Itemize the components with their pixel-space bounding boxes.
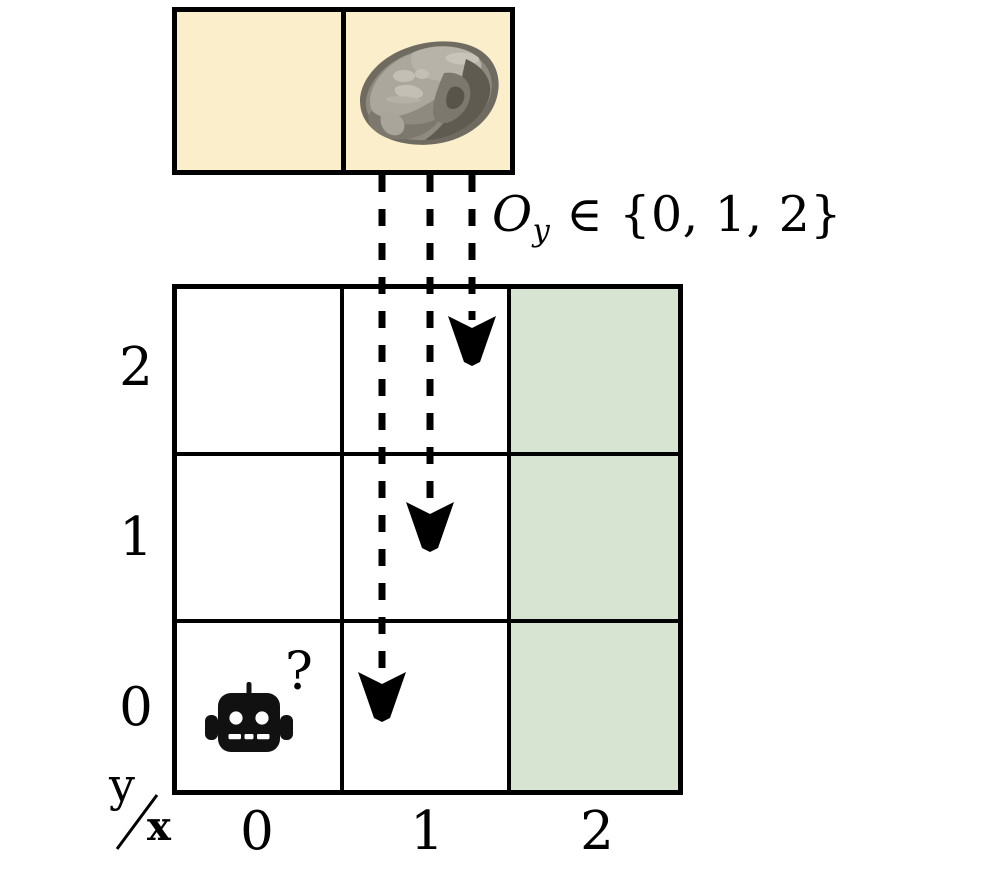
grid-cell-1-0[interactable] bbox=[344, 623, 511, 790]
axis-divider-slash bbox=[115, 794, 159, 850]
grid-cell-1-1[interactable] bbox=[344, 456, 511, 623]
rock-icon bbox=[352, 29, 504, 153]
agent-question-mark: ? bbox=[285, 642, 313, 702]
formula-variable: O bbox=[492, 186, 533, 243]
x-axis-label: x bbox=[147, 803, 171, 850]
observation-cell-rock bbox=[341, 12, 510, 170]
grid-cell-0-0[interactable]: ? bbox=[177, 623, 344, 790]
grid-cell-0-2[interactable] bbox=[177, 289, 344, 456]
y-tick-0: 0 bbox=[119, 677, 153, 738]
formula-relation: ∈ bbox=[566, 186, 604, 243]
observation-cell-empty bbox=[177, 12, 341, 170]
axis-corner-label: y x bbox=[105, 762, 195, 877]
x-tick-0: 0 bbox=[240, 801, 274, 862]
y-tick-1: 1 bbox=[119, 507, 153, 568]
grid-cell-2-2[interactable] bbox=[511, 289, 678, 456]
formula-subscript: y bbox=[532, 213, 551, 249]
robot-icon bbox=[203, 682, 295, 756]
x-tick-2: 2 bbox=[580, 801, 614, 862]
x-tick-1: 1 bbox=[410, 801, 444, 862]
y-axis-label: y bbox=[109, 758, 135, 812]
grid-cell-2-1[interactable] bbox=[511, 456, 678, 623]
grid-cell-1-2[interactable] bbox=[344, 289, 511, 456]
observation-strip bbox=[172, 7, 515, 175]
observation-formula: Oy ∈ {0, 1, 2} bbox=[492, 186, 842, 249]
formula-set: {0, 1, 2} bbox=[619, 186, 842, 243]
grid-cell-2-0[interactable] bbox=[511, 623, 678, 790]
gridworld: ? bbox=[172, 284, 683, 795]
y-tick-2: 2 bbox=[119, 337, 153, 398]
grid-cell-0-1[interactable] bbox=[177, 456, 344, 623]
